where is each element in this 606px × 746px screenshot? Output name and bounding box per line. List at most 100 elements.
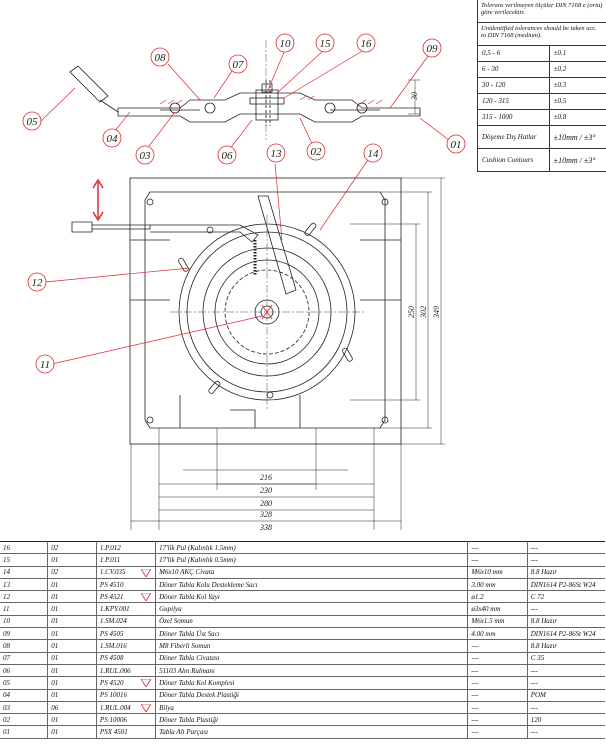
- dim-230: 230: [260, 486, 272, 495]
- dim-30: 30: [410, 92, 419, 101]
- bom-cell: ---: [467, 700, 528, 715]
- section-view: [69, 40, 421, 140]
- bom-cell: 07: [0, 651, 49, 665]
- balloon: 13: [271, 148, 283, 160]
- bom-cell: ---: [467, 676, 528, 690]
- dimension-values: 30 216 230 280 328 338 250 302 349: [259, 92, 441, 532]
- bom-cell: 1.P.011: [96, 553, 157, 567]
- bom-cell: ---: [467, 688, 528, 702]
- balloon: 08: [155, 52, 167, 64]
- bom-cell: 01: [47, 602, 97, 616]
- bom-cell: 1.RUL.006: [96, 663, 157, 678]
- bom-cell: 16: [0, 540, 49, 555]
- tolerance-row: 120 - 315±0.5: [478, 93, 606, 110]
- bom-cell: 14: [0, 565, 49, 579]
- tolerance-row: 315 - 1000±0.8: [478, 109, 606, 126]
- bom-cell: ---: [527, 663, 605, 678]
- bom-cell: Döner Tabla Üst Sacı: [155, 627, 469, 641]
- dim-338: 338: [259, 523, 272, 532]
- tolerance-special-label: Cushion Contours: [478, 148, 550, 172]
- bom-cell: 8.8 Hazır: [527, 639, 605, 653]
- bom-cell: 8.8 Hazır: [527, 565, 605, 579]
- revision-flag-icon: [141, 568, 152, 577]
- bom-cell: 01: [47, 713, 97, 727]
- bom-cell: PS 4521: [96, 590, 157, 604]
- tolerance-range: 6 - 30: [478, 61, 550, 78]
- bom-cell: Döner Tabla Destek Plastiği: [155, 688, 469, 702]
- bom-cell: POM: [527, 688, 605, 702]
- tolerance-special-row: Döşeme Dış Hatlar±10mm / ±3°: [478, 125, 606, 149]
- balloon: 12: [32, 277, 44, 289]
- bom-cell: ---: [467, 639, 528, 653]
- bom-cell: 1.KPY.001: [96, 602, 157, 616]
- balloon: 02: [311, 146, 323, 158]
- bom-cell: 4.00 mm: [467, 627, 528, 641]
- dimension-lines: [130, 177, 445, 530]
- bom-cell: 01: [47, 590, 97, 604]
- bom-cell: PS 4505: [96, 627, 157, 641]
- bom-cell: 3.00 mm: [467, 577, 528, 592]
- bom-cell: 13: [0, 577, 49, 592]
- tolerance-special-value: ±10mm / ±3°: [548, 125, 606, 149]
- bom-cell: 1.SM.024: [96, 614, 157, 629]
- balloon: 03: [140, 150, 152, 162]
- bom-cell: 1.P.012: [96, 540, 157, 555]
- bom-cell: ---: [467, 540, 528, 555]
- bom-cell: 10: [0, 614, 49, 629]
- tolerance-value: ±0.8: [548, 109, 606, 126]
- tolerance-range: 315 - 1000: [478, 109, 550, 126]
- bom-cell: 02: [47, 565, 97, 579]
- tolerance-range: 120 - 315: [478, 93, 550, 110]
- bom-cell: Döner Tabla Civatası: [155, 651, 469, 665]
- bom-cell: Döner Tabla Plastiği: [155, 713, 469, 727]
- bom-cell: ---: [527, 725, 605, 739]
- bom-cell: ---: [467, 725, 528, 739]
- bom-cell: PS 10006: [96, 713, 157, 727]
- bom-cell: 17'lik Pul (Kalınlık 1.5mm): [155, 540, 469, 555]
- tolerance-row: 6 - 30±0.2: [478, 61, 606, 78]
- tolerance-row: 0,5 - 6±0.1: [478, 46, 606, 62]
- bom-cell: 01: [47, 663, 97, 678]
- tolerance-note-en: Unidentified tolerances should be taken …: [478, 23, 606, 46]
- revision-flag-icon: [141, 703, 152, 712]
- tolerance-value: ±0.5: [548, 93, 606, 110]
- bom-cell: ø3x40 mm: [467, 602, 528, 616]
- balloon-circles: [22, 33, 466, 374]
- bom-cell: ---: [527, 700, 605, 715]
- bom-cell: 15: [0, 553, 49, 567]
- balloon: 06: [222, 150, 234, 162]
- bom-cell: C 72: [527, 590, 605, 604]
- bom-cell: ---: [527, 676, 605, 690]
- revision-flag-icon: [141, 679, 152, 688]
- bom-cell: DIN1614 P2-86St W24: [527, 577, 605, 592]
- bom-cell: 02: [0, 713, 49, 727]
- bom-cell: 12: [0, 590, 49, 604]
- bom-cell: 03: [0, 700, 49, 715]
- tolerance-block: Tolerans verilmeyen ölçüler DIN 7168 e (…: [477, 0, 606, 172]
- bom-cell: PS 4520: [96, 676, 157, 690]
- bom-cell: ---: [467, 651, 528, 665]
- balloon: 10: [280, 38, 292, 50]
- balloon: 01: [451, 139, 462, 151]
- bom-cell: ---: [527, 553, 605, 567]
- bom-cell: ---: [467, 663, 528, 678]
- tolerance-special-label: Döşeme Dış Hatlar: [478, 125, 550, 149]
- bom-cell: Özel Somun: [155, 614, 469, 629]
- dim-302: 302: [419, 306, 428, 319]
- balloon: 14: [368, 148, 380, 160]
- bom-cell: 11: [0, 602, 49, 616]
- tolerance-value: ±0.2: [548, 61, 606, 78]
